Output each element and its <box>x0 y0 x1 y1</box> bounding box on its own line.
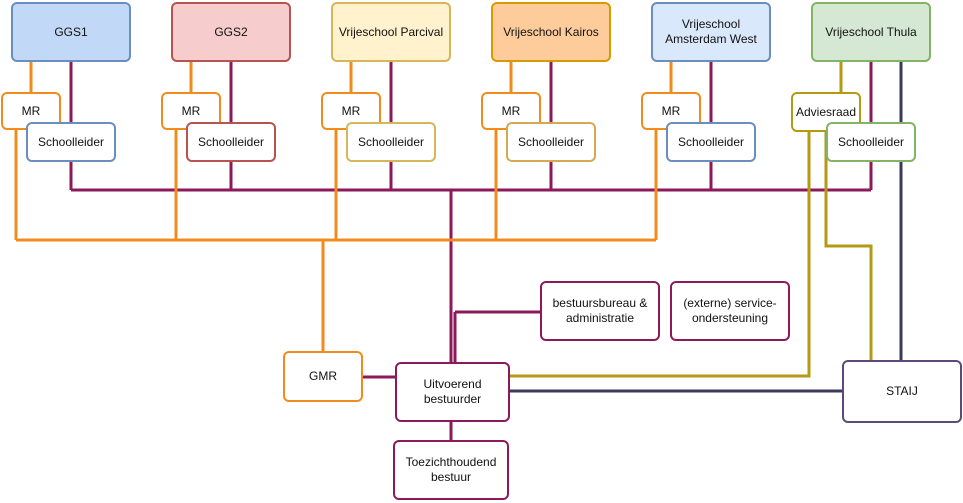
schoolleider-box-label: Schoolleider <box>517 134 585 149</box>
schoolleider-box[interactable]: Schoolleider <box>26 122 116 162</box>
school-kairos-label: Vrijeschool Kairos <box>503 24 599 39</box>
schoolleider-box-label: Schoolleider <box>677 134 745 149</box>
schoolleider-box[interactable]: Schoolleider <box>186 122 276 162</box>
mr-box-label: MR <box>661 103 681 118</box>
school-ggs2[interactable]: GGS2 <box>171 2 291 62</box>
toezicht-box-label: Toezichthoudend bestuur <box>405 455 497 484</box>
schoolleider-box-label: Schoolleider <box>197 134 265 149</box>
schoolleider-box-label: Schoolleider <box>357 134 425 149</box>
bestuursbureau-box-label: bestuursbureau & administratie <box>552 296 648 325</box>
school-parcival[interactable]: Vrijeschool Parcival <box>331 2 451 62</box>
schoolleider-box[interactable]: Schoolleider <box>506 122 596 162</box>
school-thula[interactable]: Vrijeschool Thula <box>811 2 931 62</box>
schoolleider-box[interactable]: Schoolleider <box>666 122 756 162</box>
uitvoerend-bestuurder-box-label: Uitvoerend bestuurder <box>423 377 482 406</box>
schoolleider-box-label: Schoolleider <box>837 134 905 149</box>
school-ggs1-label: GGS1 <box>54 24 88 39</box>
gmr-box-label: GMR <box>309 369 337 383</box>
schoolleider-box-label: Schoolleider <box>37 134 105 149</box>
school-amsterdam-west-label: Vrijeschool Amsterdam West <box>665 17 757 46</box>
gmr-box[interactable]: GMR <box>283 351 363 402</box>
uitvoerend-bestuurder-box[interactable]: Uitvoerend bestuurder <box>395 362 510 422</box>
school-parcival-label: Vrijeschool Parcival <box>338 24 444 39</box>
externe-box-label: (externe) service- ondersteuning <box>683 296 777 325</box>
staij-box-label: STAIJ <box>886 384 918 398</box>
mr-box-label: MR <box>21 103 41 118</box>
staij-box[interactable]: STAIJ <box>842 360 962 423</box>
bestuursbureau-box[interactable]: bestuursbureau & administratie <box>540 281 660 341</box>
schoolleider-box[interactable]: Schoolleider <box>826 122 916 162</box>
school-ggs2-label: GGS2 <box>214 24 248 39</box>
mr-box-label: MR <box>501 103 521 118</box>
schoolleider-box[interactable]: Schoolleider <box>346 122 436 162</box>
adviesraad-box-label: Adviesraad <box>795 104 857 119</box>
school-kairos[interactable]: Vrijeschool Kairos <box>491 2 611 62</box>
adviesraad-staij-line <box>824 132 873 360</box>
school-thula-label: Vrijeschool Thula <box>825 24 917 39</box>
externe-box[interactable]: (externe) service- ondersteuning <box>670 281 790 341</box>
adviesraad-bestuurder-line <box>510 132 811 378</box>
school-ggs1[interactable]: GGS1 <box>11 2 131 62</box>
school-amsterdam-west[interactable]: Vrijeschool Amsterdam West <box>651 2 771 62</box>
mr-box-label: MR <box>181 103 201 118</box>
toezicht-box[interactable]: Toezichthoudend bestuur <box>393 440 509 500</box>
mr-box-label: MR <box>341 103 361 118</box>
